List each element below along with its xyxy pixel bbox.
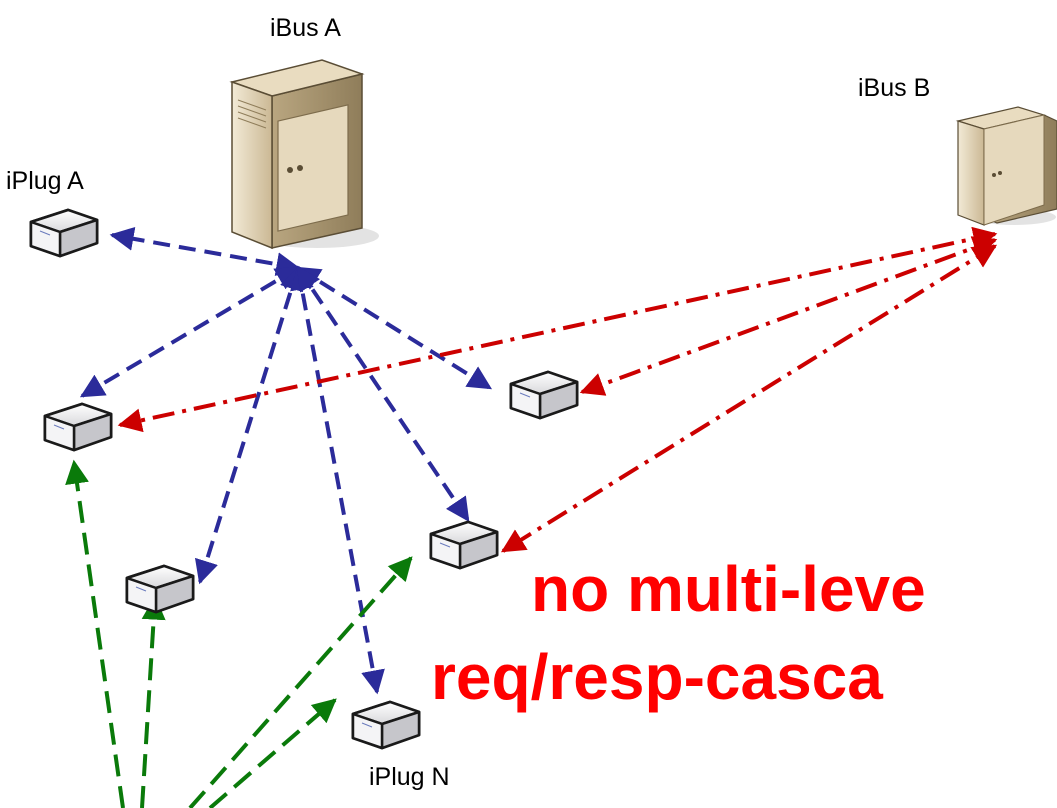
iplug-n-icon xyxy=(351,700,421,750)
link-ibus-b-plug-center xyxy=(500,244,998,553)
link-ibus-a-plug-mid-right xyxy=(295,266,493,390)
link-ibus-a-plug-mid xyxy=(194,265,304,585)
link-ibus-b-plug-mid-right xyxy=(579,236,998,396)
iplug-left-icon xyxy=(43,402,113,452)
ibus-a-links xyxy=(79,226,493,695)
ibus-a-label: iBus A xyxy=(270,14,341,42)
iplug-mid-icon xyxy=(125,564,195,614)
link-ibus-b-plug-left xyxy=(117,226,998,433)
link-client-plug-left xyxy=(65,459,125,808)
link-ibus-a-iplug-n xyxy=(290,265,385,695)
iplug-mid-right-icon xyxy=(509,370,579,420)
ibus-b-server-icon xyxy=(955,106,1057,226)
link-ibus-a-plug-center xyxy=(296,266,470,522)
headline-line-2: req/resp-casca xyxy=(431,641,883,713)
ibus-b-label: iBus B xyxy=(858,74,931,102)
link-client-plug-mid xyxy=(140,595,166,808)
iplug-n-label: iPlug N xyxy=(369,763,450,791)
ibus-a-server-icon xyxy=(229,59,379,250)
ibus-b-links xyxy=(117,226,998,553)
iplug-a-icon xyxy=(29,208,99,258)
iplug-a-label: iPlug A xyxy=(6,167,84,195)
client-links xyxy=(65,459,413,808)
link-client-iplug-n xyxy=(208,698,337,808)
iplug-center-icon xyxy=(429,520,499,570)
link-client-plug-center xyxy=(188,556,413,808)
headline-line-1: no multi-leve xyxy=(531,553,926,625)
